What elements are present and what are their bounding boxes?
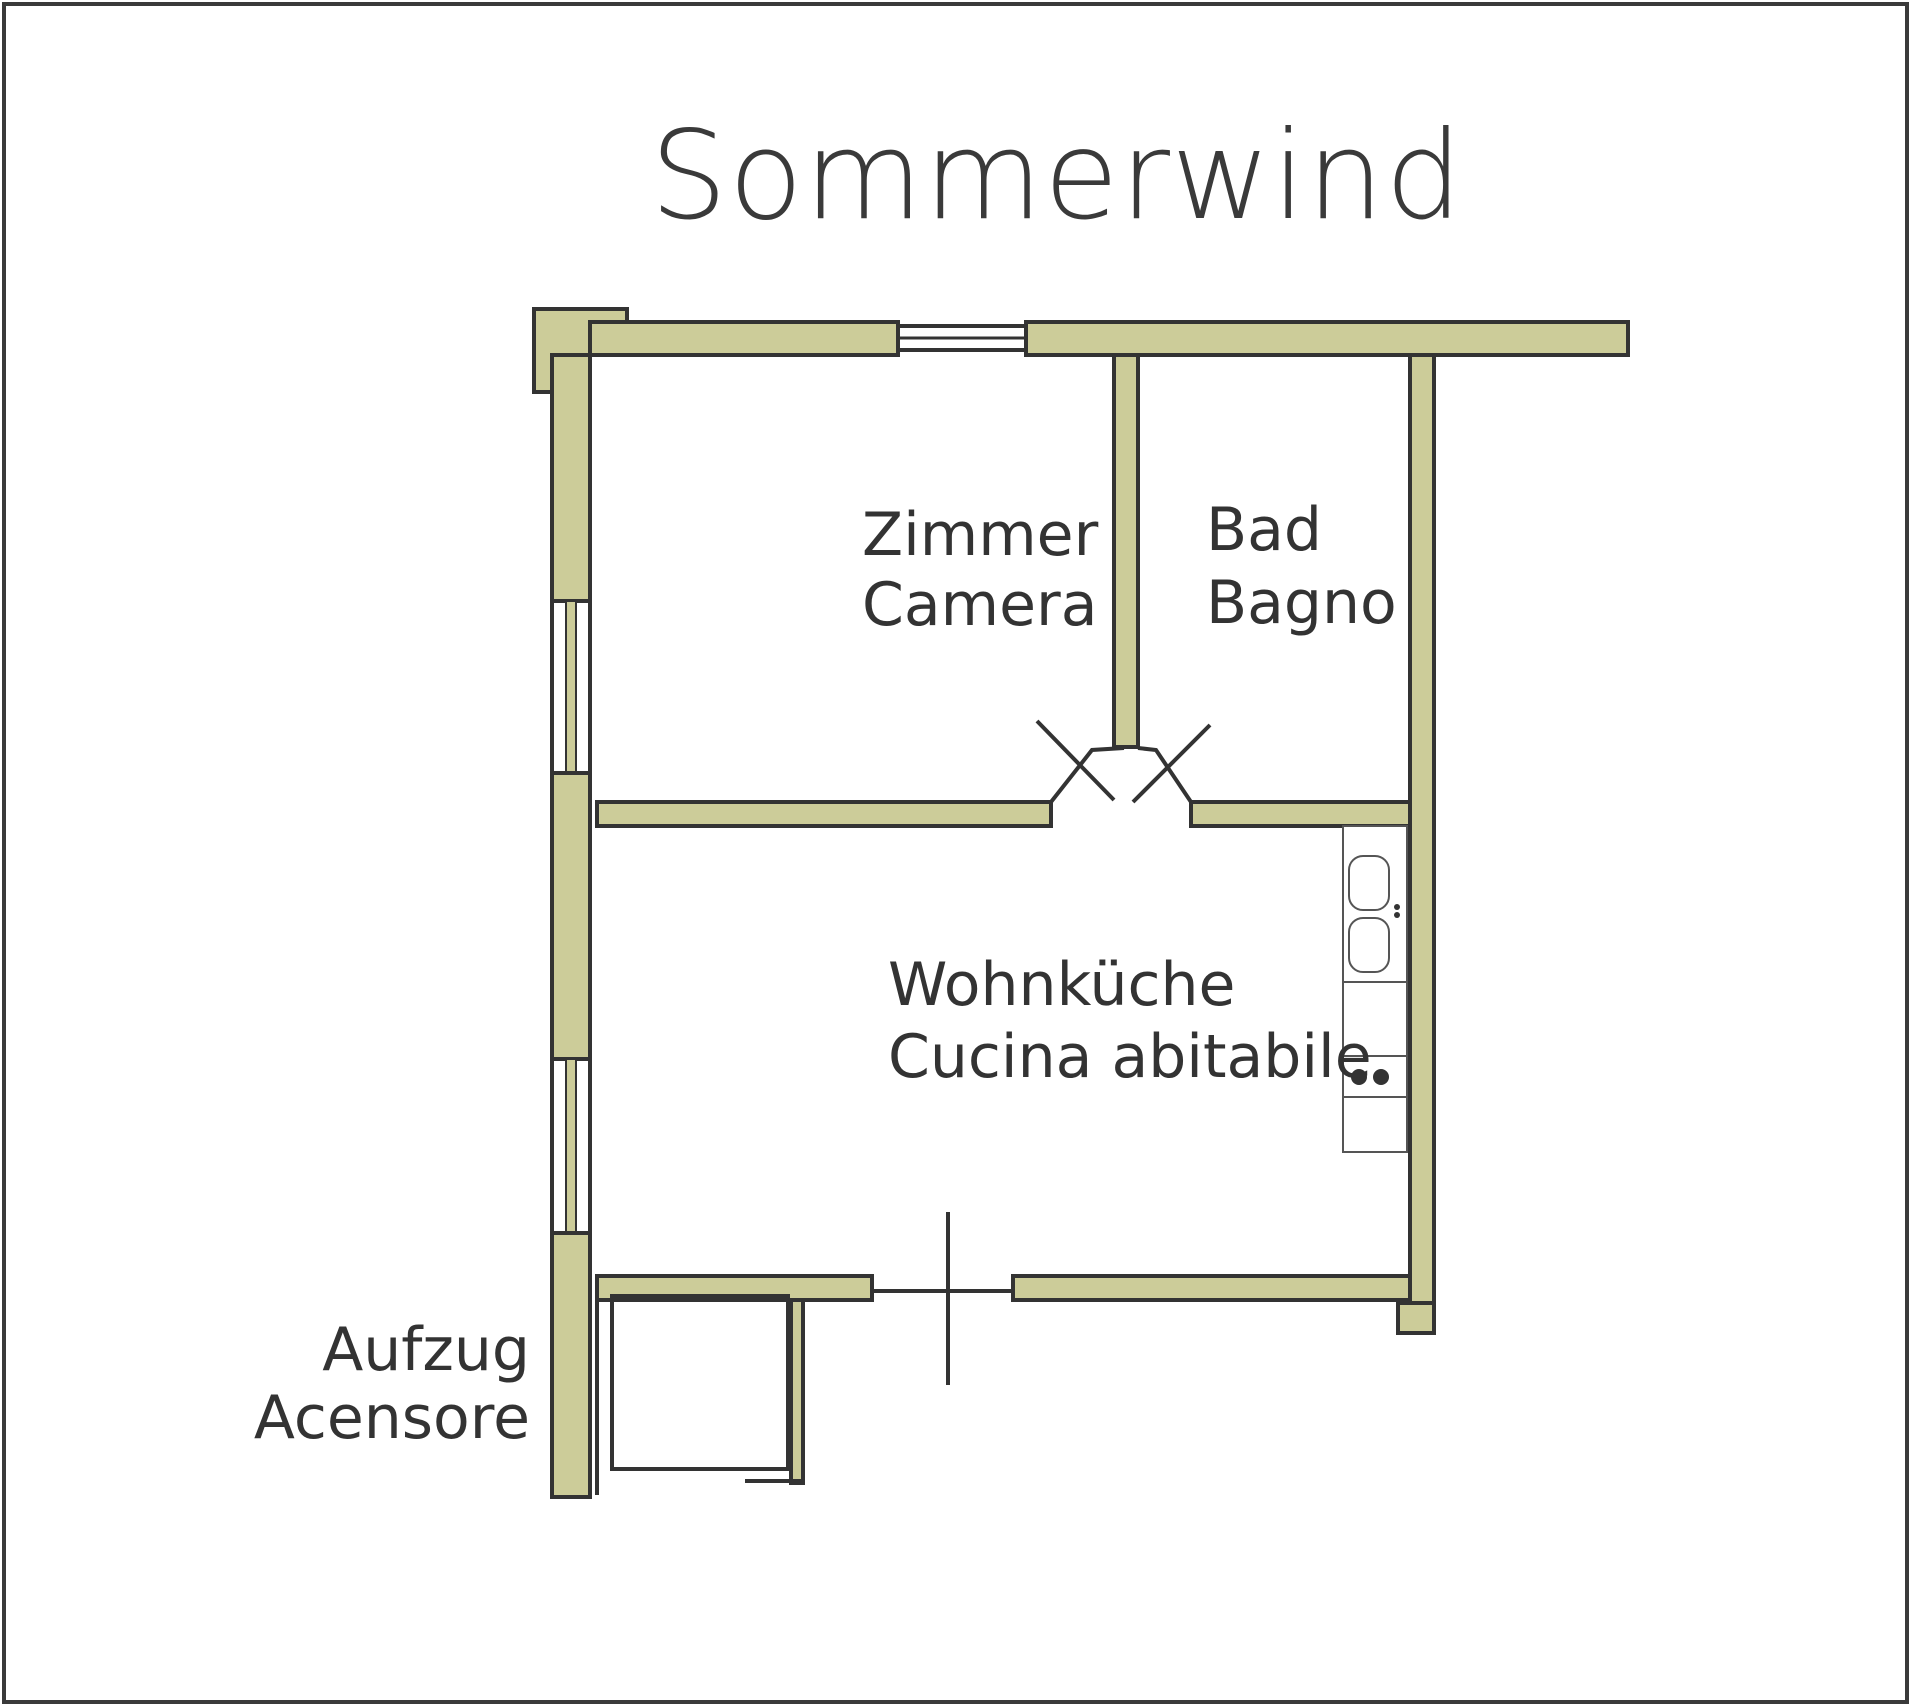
wall-elevator-right [789, 1298, 805, 1485]
faucet-icon [1394, 904, 1400, 910]
room-label-wohnkueche: Wohnküche [888, 950, 1235, 1020]
wall-bottom-right [1011, 1274, 1412, 1302]
stove-burner-icon [1373, 1069, 1389, 1085]
plan-title: Sommerwind [650, 105, 1463, 247]
room-label-camera: Camera [862, 570, 1097, 640]
wall-interior-right [1189, 800, 1412, 828]
sink-basin-icon [1348, 917, 1390, 973]
room-label-aufzug: Aufzug [322, 1315, 530, 1385]
room-label-acensore: Acensore [254, 1383, 530, 1453]
kitchen-counter [1342, 825, 1408, 1153]
stove-burner-icon [1351, 1069, 1367, 1085]
elevator [595, 1294, 803, 1495]
room-label-cucina: Cucina abitabile [888, 1022, 1372, 1092]
wall-left-2 [550, 771, 592, 1061]
wall-left-3 [550, 1231, 592, 1499]
wall-interior-left [595, 800, 1053, 828]
door-swings [872, 719, 1212, 1385]
room-label-bad: Bad [1206, 495, 1322, 565]
wall-top-right [1024, 320, 1630, 357]
wall-right-stub [1396, 1301, 1436, 1335]
room-label-bagno: Bagno [1206, 568, 1397, 638]
wall-top-left [588, 320, 900, 357]
wall-left-1 [550, 353, 592, 603]
wall-partition-vertical [1112, 353, 1140, 749]
sink-basin-icon [1348, 855, 1390, 911]
walls [532, 307, 1630, 1499]
wall-right [1408, 353, 1436, 1305]
room-label-zimmer: Zimmer [862, 500, 1099, 570]
